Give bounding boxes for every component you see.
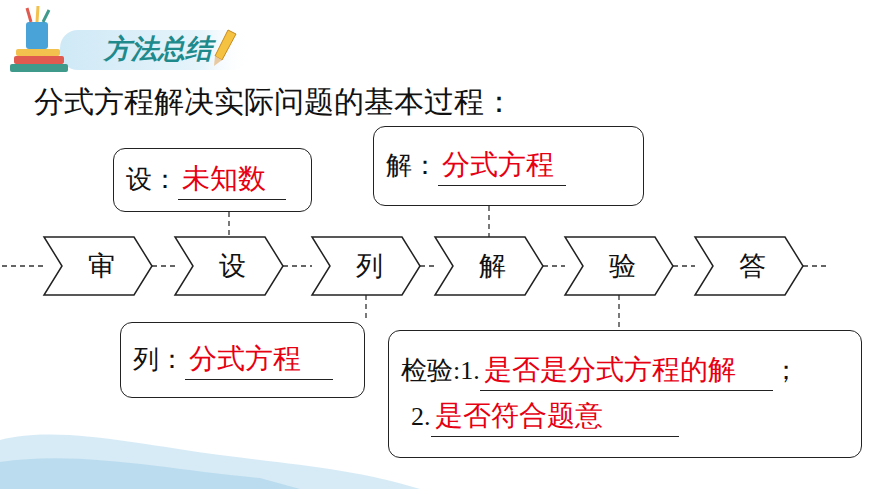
answer-fill: 是否符合题意	[431, 397, 679, 437]
dashed-connector	[420, 265, 435, 266]
step-label: 解	[473, 248, 506, 284]
dashed-connector	[618, 295, 619, 330]
header-tab	[60, 30, 250, 70]
chevron-shape	[44, 237, 152, 295]
prompt-text: 检验:1.	[401, 353, 480, 388]
dashed-connector	[152, 265, 175, 266]
callout-box: 设：未知数	[113, 148, 312, 212]
text-row: 2.是否符合题意	[401, 397, 851, 437]
chevron-shape	[435, 237, 543, 295]
answer-fill: 是否是分式方程的解	[480, 351, 773, 391]
dashed-lead	[803, 265, 830, 266]
prompt-text: 2.	[411, 402, 431, 432]
callout-box: 解：分式方程	[373, 126, 644, 206]
process-step: 答	[695, 237, 803, 295]
dashed-connector	[488, 206, 489, 237]
chevron-shape	[175, 237, 283, 295]
callout-box: 检验:1.是否是分式方程的解； 2.是否符合题意	[388, 330, 862, 458]
step-label: 验	[603, 248, 636, 284]
text-row: 检验:1.是否是分式方程的解；	[401, 351, 851, 391]
diagram-title: 分式方程解决实际问题的基本过程：	[34, 82, 514, 123]
step-label: 审	[82, 248, 115, 284]
dashed-connector	[283, 265, 312, 266]
watercolor-wash	[0, 435, 420, 489]
dashed-lead	[2, 265, 44, 266]
process-step: 列	[312, 237, 420, 295]
chevron-shape	[312, 237, 420, 295]
prompt-text: ；	[773, 353, 799, 388]
section-heading: 方法总结	[104, 31, 212, 67]
prompt-text: 设：	[126, 162, 178, 197]
answer-fill: 分式方程	[438, 146, 566, 186]
dashed-connector	[228, 212, 229, 237]
answer-fill: 未知数	[178, 160, 286, 200]
process-step: 设	[175, 237, 283, 295]
callout-box: 列：分式方程	[120, 322, 365, 398]
dashed-connector	[543, 265, 565, 266]
dashed-connector	[673, 265, 695, 266]
prompt-text: 列：	[133, 342, 185, 377]
watercolor-wash	[0, 458, 300, 489]
step-label: 答	[733, 248, 766, 284]
step-label: 列	[350, 248, 383, 284]
process-step: 验	[565, 237, 673, 295]
answer-fill: 分式方程	[185, 340, 333, 380]
pencil-icon	[214, 30, 236, 66]
process-step: 审	[44, 237, 152, 295]
process-step: 解	[435, 237, 543, 295]
dashed-connector	[365, 295, 366, 322]
step-label: 设	[213, 248, 246, 284]
stationery-icon	[10, 6, 68, 72]
prompt-text: 解：	[386, 148, 438, 183]
text-row: 解：分式方程	[386, 146, 633, 186]
chevron-shape	[695, 237, 803, 295]
text-row: 设：未知数	[126, 160, 301, 200]
chevron-shape	[565, 237, 673, 295]
text-row: 列：分式方程	[133, 340, 354, 380]
